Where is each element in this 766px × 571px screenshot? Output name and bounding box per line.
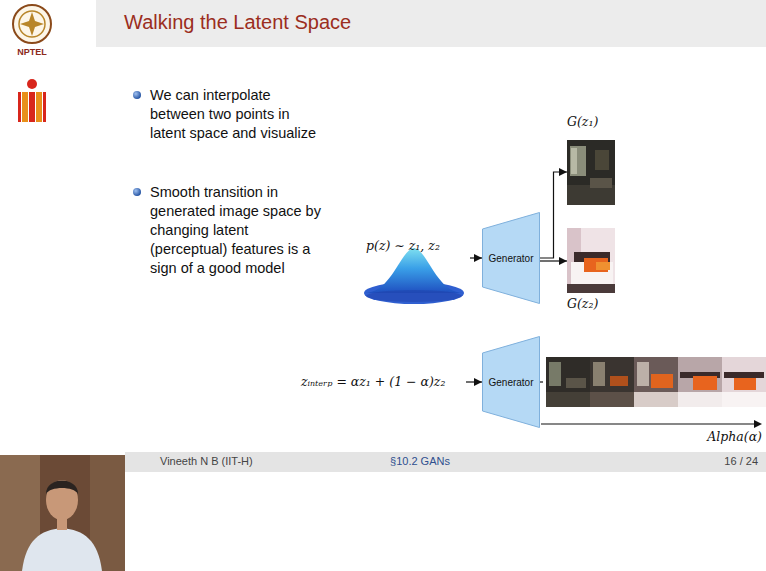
node-text: Generator — [488, 377, 533, 388]
interpolation-strip — [722, 392, 766, 407]
arrow-connector — [540, 172, 567, 258]
logo-text: NPTEL — [8, 47, 56, 57]
gaussian-plot — [366, 290, 462, 302]
presenter-video — [46, 481, 78, 495]
interpolation-strip — [566, 378, 586, 388]
iit-logo — [36, 92, 42, 122]
iit-logo — [27, 79, 37, 89]
interpolation-strip — [678, 357, 722, 407]
generated-image-top — [570, 146, 586, 176]
interpolation-strip — [546, 392, 590, 407]
footer-section: §10.2 GANs — [350, 455, 490, 467]
node-text: G(z₂) — [567, 296, 623, 311]
bullet-dot — [133, 91, 141, 99]
interpolation-strip — [724, 372, 764, 378]
node-text: zᵢₙₜₑᵣₚ = αz₁ + (1 − α)z₂ — [301, 374, 463, 389]
interpolation-strip — [549, 362, 561, 386]
presenter-video — [0, 455, 125, 571]
alpha-axis — [541, 420, 762, 428]
generated-image-bottom — [567, 228, 615, 293]
title-bar — [96, 0, 766, 47]
interpolation-strip — [593, 362, 605, 386]
nptel-logo — [19, 11, 45, 37]
generated-image-top — [567, 140, 615, 205]
alpha-axis — [754, 420, 762, 428]
generator-block: Generator — [482, 212, 540, 304]
bullet-text: Smooth transition in generated image spa… — [150, 183, 326, 278]
alpha-axis — [541, 423, 756, 424]
axis-label: Alpha(α) — [676, 429, 762, 444]
presenter-video — [0, 455, 125, 571]
node-text: Generator — [488, 253, 533, 264]
node-text: p(z) ∼ z₁, z₂ — [366, 238, 470, 253]
node-text: G(z₁) — [567, 114, 623, 129]
generated-image-bottom — [567, 284, 615, 293]
interpolation-strip — [610, 376, 628, 386]
generated-image-bottom — [596, 262, 610, 270]
generator-block: Generator — [482, 336, 540, 428]
generated-image-top — [571, 148, 577, 174]
iit-logo — [18, 79, 46, 122]
interpolation-strip — [651, 374, 673, 388]
interpolation-strip — [546, 357, 590, 407]
generator-outline — [483, 337, 540, 428]
interpolation-strip — [546, 357, 766, 407]
generated-image-bottom — [567, 228, 615, 293]
arrow-connector — [466, 381, 482, 382]
generated-image-top — [567, 140, 615, 205]
interpolation-strip — [637, 362, 649, 386]
interpolation-strip — [590, 357, 634, 407]
arrow-line — [540, 381, 543, 382]
interpolation-strip — [678, 392, 722, 407]
iit-logo — [43, 92, 46, 122]
interpolation-strip — [590, 392, 634, 407]
interpolation-strip — [722, 357, 766, 407]
footer-author: Vineeth N B (IIT-H) — [160, 455, 330, 467]
presenter-video — [22, 528, 102, 571]
gaussian-plot — [364, 248, 464, 293]
generated-image: G(z₁) — [567, 114, 623, 206]
interpolation-strip — [734, 378, 756, 390]
arrow-connector — [470, 257, 482, 258]
generated-image-top — [590, 178, 612, 188]
slide-title: Walking the Latent Space — [124, 11, 351, 34]
footer-page: 16 / 24 — [676, 455, 758, 467]
nptel-logo — [13, 5, 51, 43]
iit-logo — [22, 92, 28, 122]
interpolation-strip — [634, 357, 678, 407]
footer-bar — [125, 452, 766, 472]
distribution-box: p(z) ∼ z₁, z₂ — [362, 236, 470, 308]
generated-image-top — [595, 150, 609, 170]
arrow-connector — [540, 260, 567, 261]
generated-image: G(z₂) — [567, 228, 623, 318]
bullet-dot — [133, 188, 141, 196]
iit-logo — [29, 92, 35, 122]
formula-box: zᵢₙₜₑᵣₚ = αz₁ + (1 − α)z₂ — [298, 372, 466, 394]
interpolation-strip — [634, 392, 678, 407]
presenter-video — [46, 480, 78, 520]
nptel-logo — [13, 5, 51, 43]
interpolation-strip — [693, 376, 717, 390]
bullet-text: We can interpolate between two points in… — [150, 86, 326, 143]
gaussian-plot — [364, 248, 464, 304]
presenter-video — [57, 518, 67, 530]
nptel-logo — [20, 12, 44, 36]
generator-outline — [483, 213, 540, 304]
iit-logo — [18, 92, 21, 122]
